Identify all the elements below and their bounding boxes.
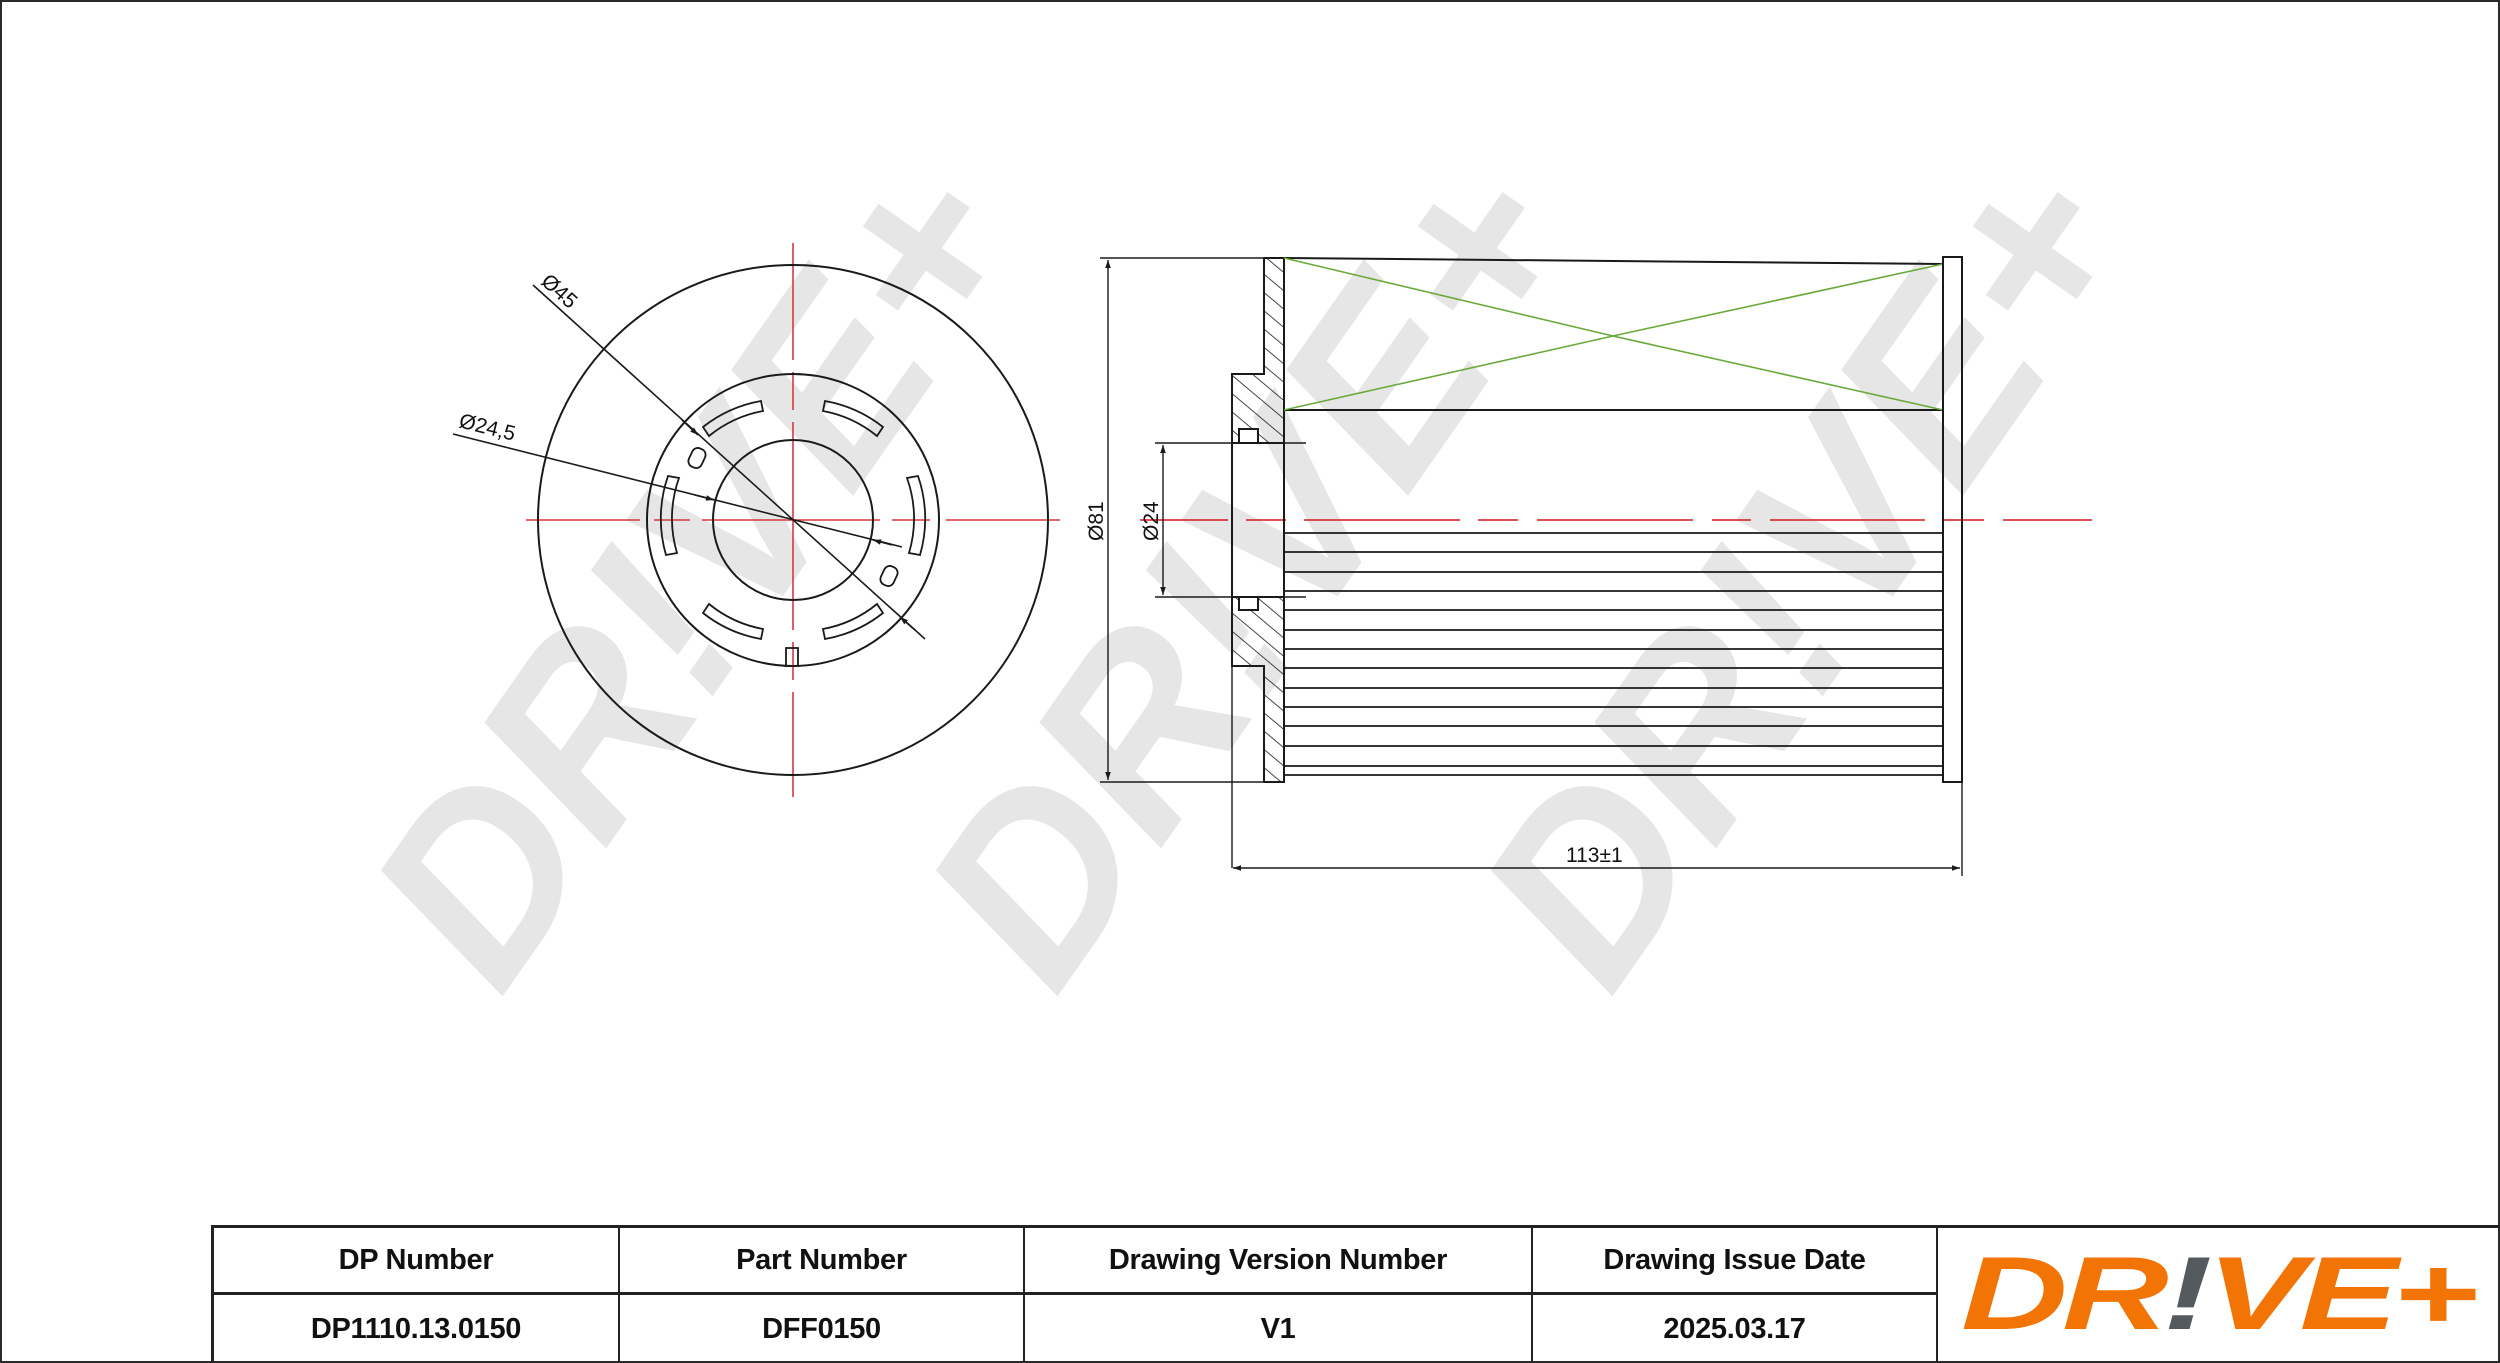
logo-part-exclaim: ! <box>2163 1251 2210 1341</box>
logo-part-dr: DR <box>1961 1251 2169 1341</box>
drive-plus-logo-icon: DR!VE+ <box>1961 1251 2480 1341</box>
pleat-lines <box>1284 532 1943 776</box>
brand-logo: DR!VE+ <box>1938 1228 2500 1363</box>
version-header: Drawing Version Number <box>1025 1228 1531 1295</box>
dim-label-81: Ø81 <box>1085 501 1108 541</box>
version-value: V1 <box>1260 1312 1296 1345</box>
part-number-value: DFF0150 <box>762 1312 881 1345</box>
title-col-version: Drawing Version Number V1 <box>1025 1228 1533 1363</box>
logo-part-ve-plus: VE+ <box>2206 1251 2476 1341</box>
dim-label-45: Ø45 <box>537 270 582 314</box>
issue-date-value: 2025.03.17 <box>1663 1312 1806 1345</box>
dp-number-value: DP1110.13.0150 <box>310 1312 522 1345</box>
construction-lines <box>1283 257 1944 411</box>
dim-label-113: 113±1 <box>1566 844 1623 867</box>
dim-label-24: Ø24 <box>1140 501 1163 541</box>
dp-number-header: DP Number <box>214 1228 618 1295</box>
svg-text:DR!VE+: DR!VE+ <box>1961 1251 2476 1341</box>
title-block: DP Number DP1110.13.0150 Part Number DFF… <box>211 1225 2500 1363</box>
ring-slots <box>659 399 927 667</box>
part-number-header: Part Number <box>620 1228 1023 1295</box>
right-endcap <box>1942 256 1963 783</box>
dim-label-24-5: Ø24,5 <box>457 410 518 446</box>
inner-bore-circle <box>712 439 874 601</box>
title-col-issue-date: Drawing Issue Date 2025.03.17 <box>1533 1228 1938 1363</box>
outer-circle <box>537 264 1049 776</box>
dim-leader-24-5 <box>452 433 903 548</box>
front-view <box>452 243 1060 797</box>
side-view <box>1100 256 2092 876</box>
dim-leader-45 <box>532 284 926 640</box>
title-col-part-number: Part Number DFF0150 <box>620 1228 1025 1363</box>
front-view-centerlines <box>526 243 1060 797</box>
issue-date-header: Drawing Issue Date <box>1533 1228 1936 1295</box>
title-col-dp-number: DP Number DP1110.13.0150 <box>214 1228 620 1363</box>
